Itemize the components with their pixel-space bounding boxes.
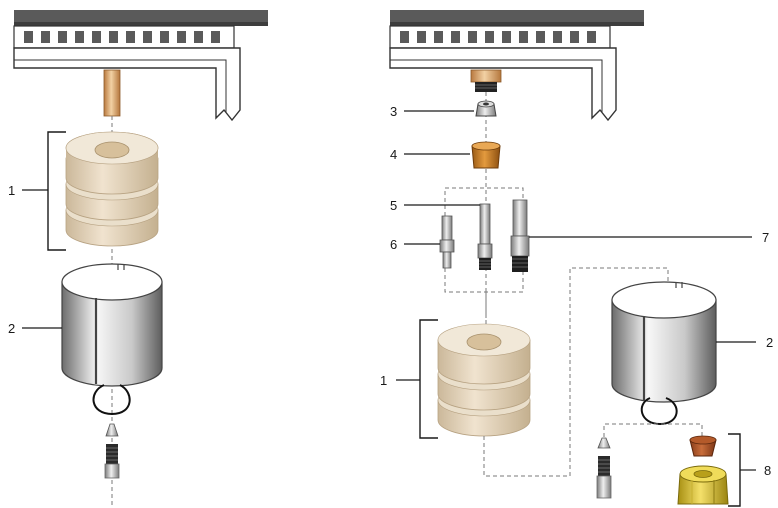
callout-left-1: 1	[8, 183, 15, 198]
callout-right-1: 1	[380, 373, 387, 388]
right-insulation-rings	[437, 323, 531, 437]
left-heater-wire	[92, 384, 131, 416]
right-brass-nut-8	[677, 465, 729, 505]
left-oven-frame	[13, 10, 268, 122]
right-ferrule-8	[689, 435, 717, 457]
right-adapter-5	[477, 203, 493, 270]
right-thermocouple-probe	[596, 456, 612, 499]
callout-right-8: 8	[764, 463, 771, 478]
right-probe-tip	[597, 437, 611, 449]
left-insulation-rings	[65, 131, 159, 247]
right-adapter-6	[439, 215, 455, 269]
right-heater-wire	[640, 397, 678, 426]
callout-right-4: 4	[390, 147, 397, 162]
left-heater-sleeve	[61, 263, 163, 387]
right-nut-4	[471, 141, 501, 169]
left-thermocouple-probe	[104, 444, 120, 479]
right-heater-sleeve	[611, 281, 717, 403]
right-adapter-7	[510, 199, 530, 272]
left-probe-tip	[105, 423, 119, 437]
right-inlet-fitting	[470, 69, 502, 92]
callout-right-6: 6	[390, 237, 397, 252]
callout-right-7: 7	[762, 230, 769, 245]
left-copper-stub	[103, 69, 121, 117]
right-oven-frame	[389, 10, 644, 122]
callout-right-3: 3	[390, 104, 397, 119]
callout-right-2: 2	[766, 335, 773, 350]
right-ferrule-3	[475, 100, 497, 117]
callout-right-5: 5	[390, 198, 397, 213]
callout-left-2: 2	[8, 321, 15, 336]
